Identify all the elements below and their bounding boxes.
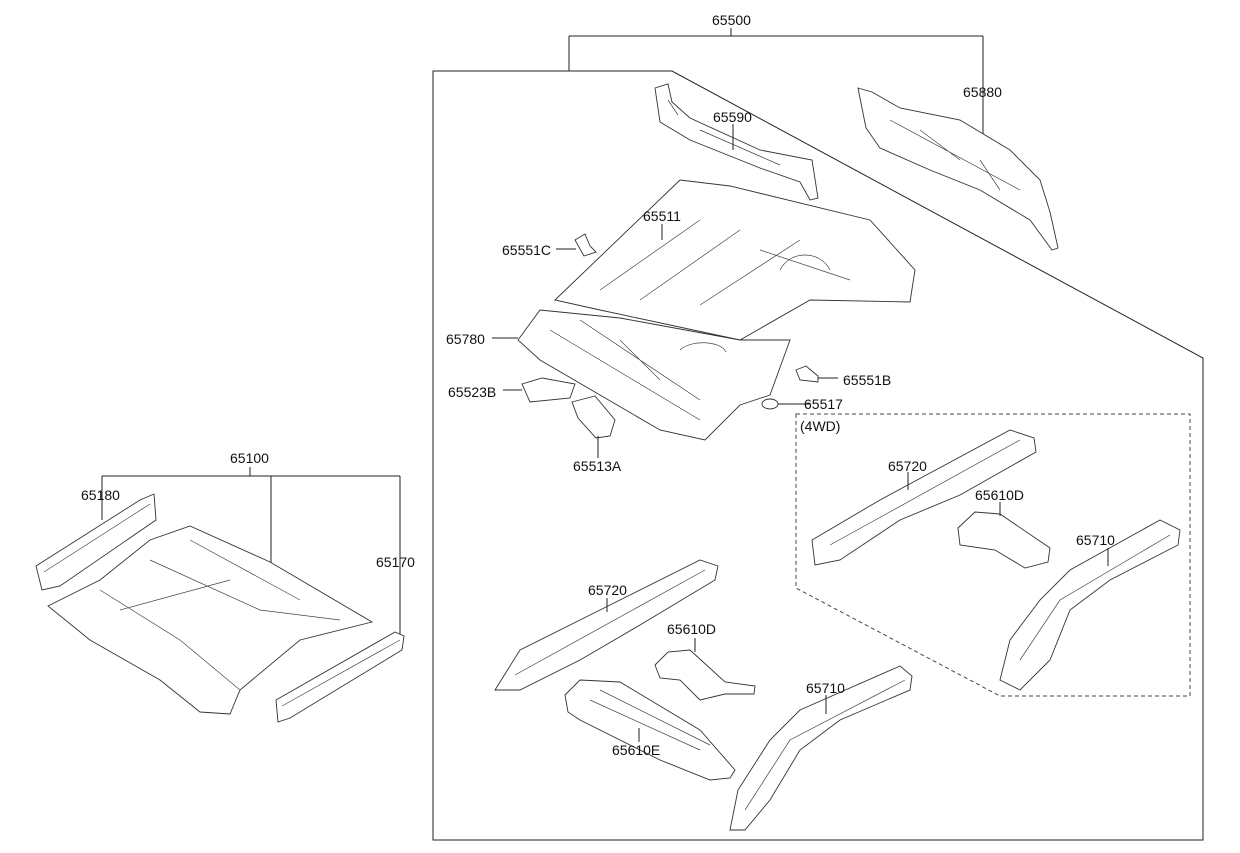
part-65590 — [654, 83, 819, 201]
part-65610D-4wd — [957, 502, 1051, 569]
label-65780: 65780 — [446, 331, 485, 347]
rear-floor-group-frame — [432, 70, 1204, 841]
part-65610D — [654, 638, 756, 701]
part-65517 — [761, 398, 779, 410]
part-65880 — [857, 87, 1059, 251]
part-65100-floor — [47, 525, 374, 715]
part-65511 — [554, 179, 916, 341]
label-65720-4wd: 65720 — [888, 458, 927, 474]
leader-65100 — [101, 467, 401, 634]
part-65180 — [35, 493, 157, 591]
label-65710: 65710 — [806, 680, 845, 696]
label-4wd-note: (4WD) — [800, 418, 841, 434]
part-65551B — [795, 365, 819, 383]
part-65710 — [729, 665, 913, 831]
part-65551C — [574, 233, 597, 257]
part-65170 — [275, 631, 405, 723]
label-65517: 65517 — [804, 396, 843, 412]
label-65523B: 65523B — [448, 384, 497, 400]
label-65551C: 65551C — [502, 242, 552, 258]
label-65170: 65170 — [376, 554, 415, 570]
label-65610E: 65610E — [612, 742, 661, 758]
part-65780 — [517, 309, 791, 441]
part-65513A — [571, 395, 616, 439]
label-65610D: 65610D — [667, 621, 717, 637]
part-65720 — [494, 559, 719, 691]
label-65513A: 65513A — [573, 458, 622, 474]
4wd-group-frame — [795, 413, 1191, 697]
part-65710-4wd — [999, 519, 1181, 691]
label-65590: 65590 — [713, 109, 752, 125]
label-65610D-4wd: 65610D — [975, 487, 1025, 503]
label-65180: 65180 — [81, 487, 120, 503]
label-65710-4wd: 65710 — [1076, 532, 1115, 548]
part-65523B — [521, 377, 576, 403]
label-65500: 65500 — [712, 12, 751, 28]
label-65720: 65720 — [588, 582, 627, 598]
label-65551B: 65551B — [843, 372, 892, 388]
label-65100: 65100 — [230, 450, 269, 466]
part-65610E — [564, 679, 736, 781]
label-65880: 65880 — [963, 84, 1002, 100]
label-65511: 65511 — [643, 208, 681, 224]
leader-65500 — [568, 28, 984, 140]
part-65720-4wd — [811, 429, 1037, 566]
